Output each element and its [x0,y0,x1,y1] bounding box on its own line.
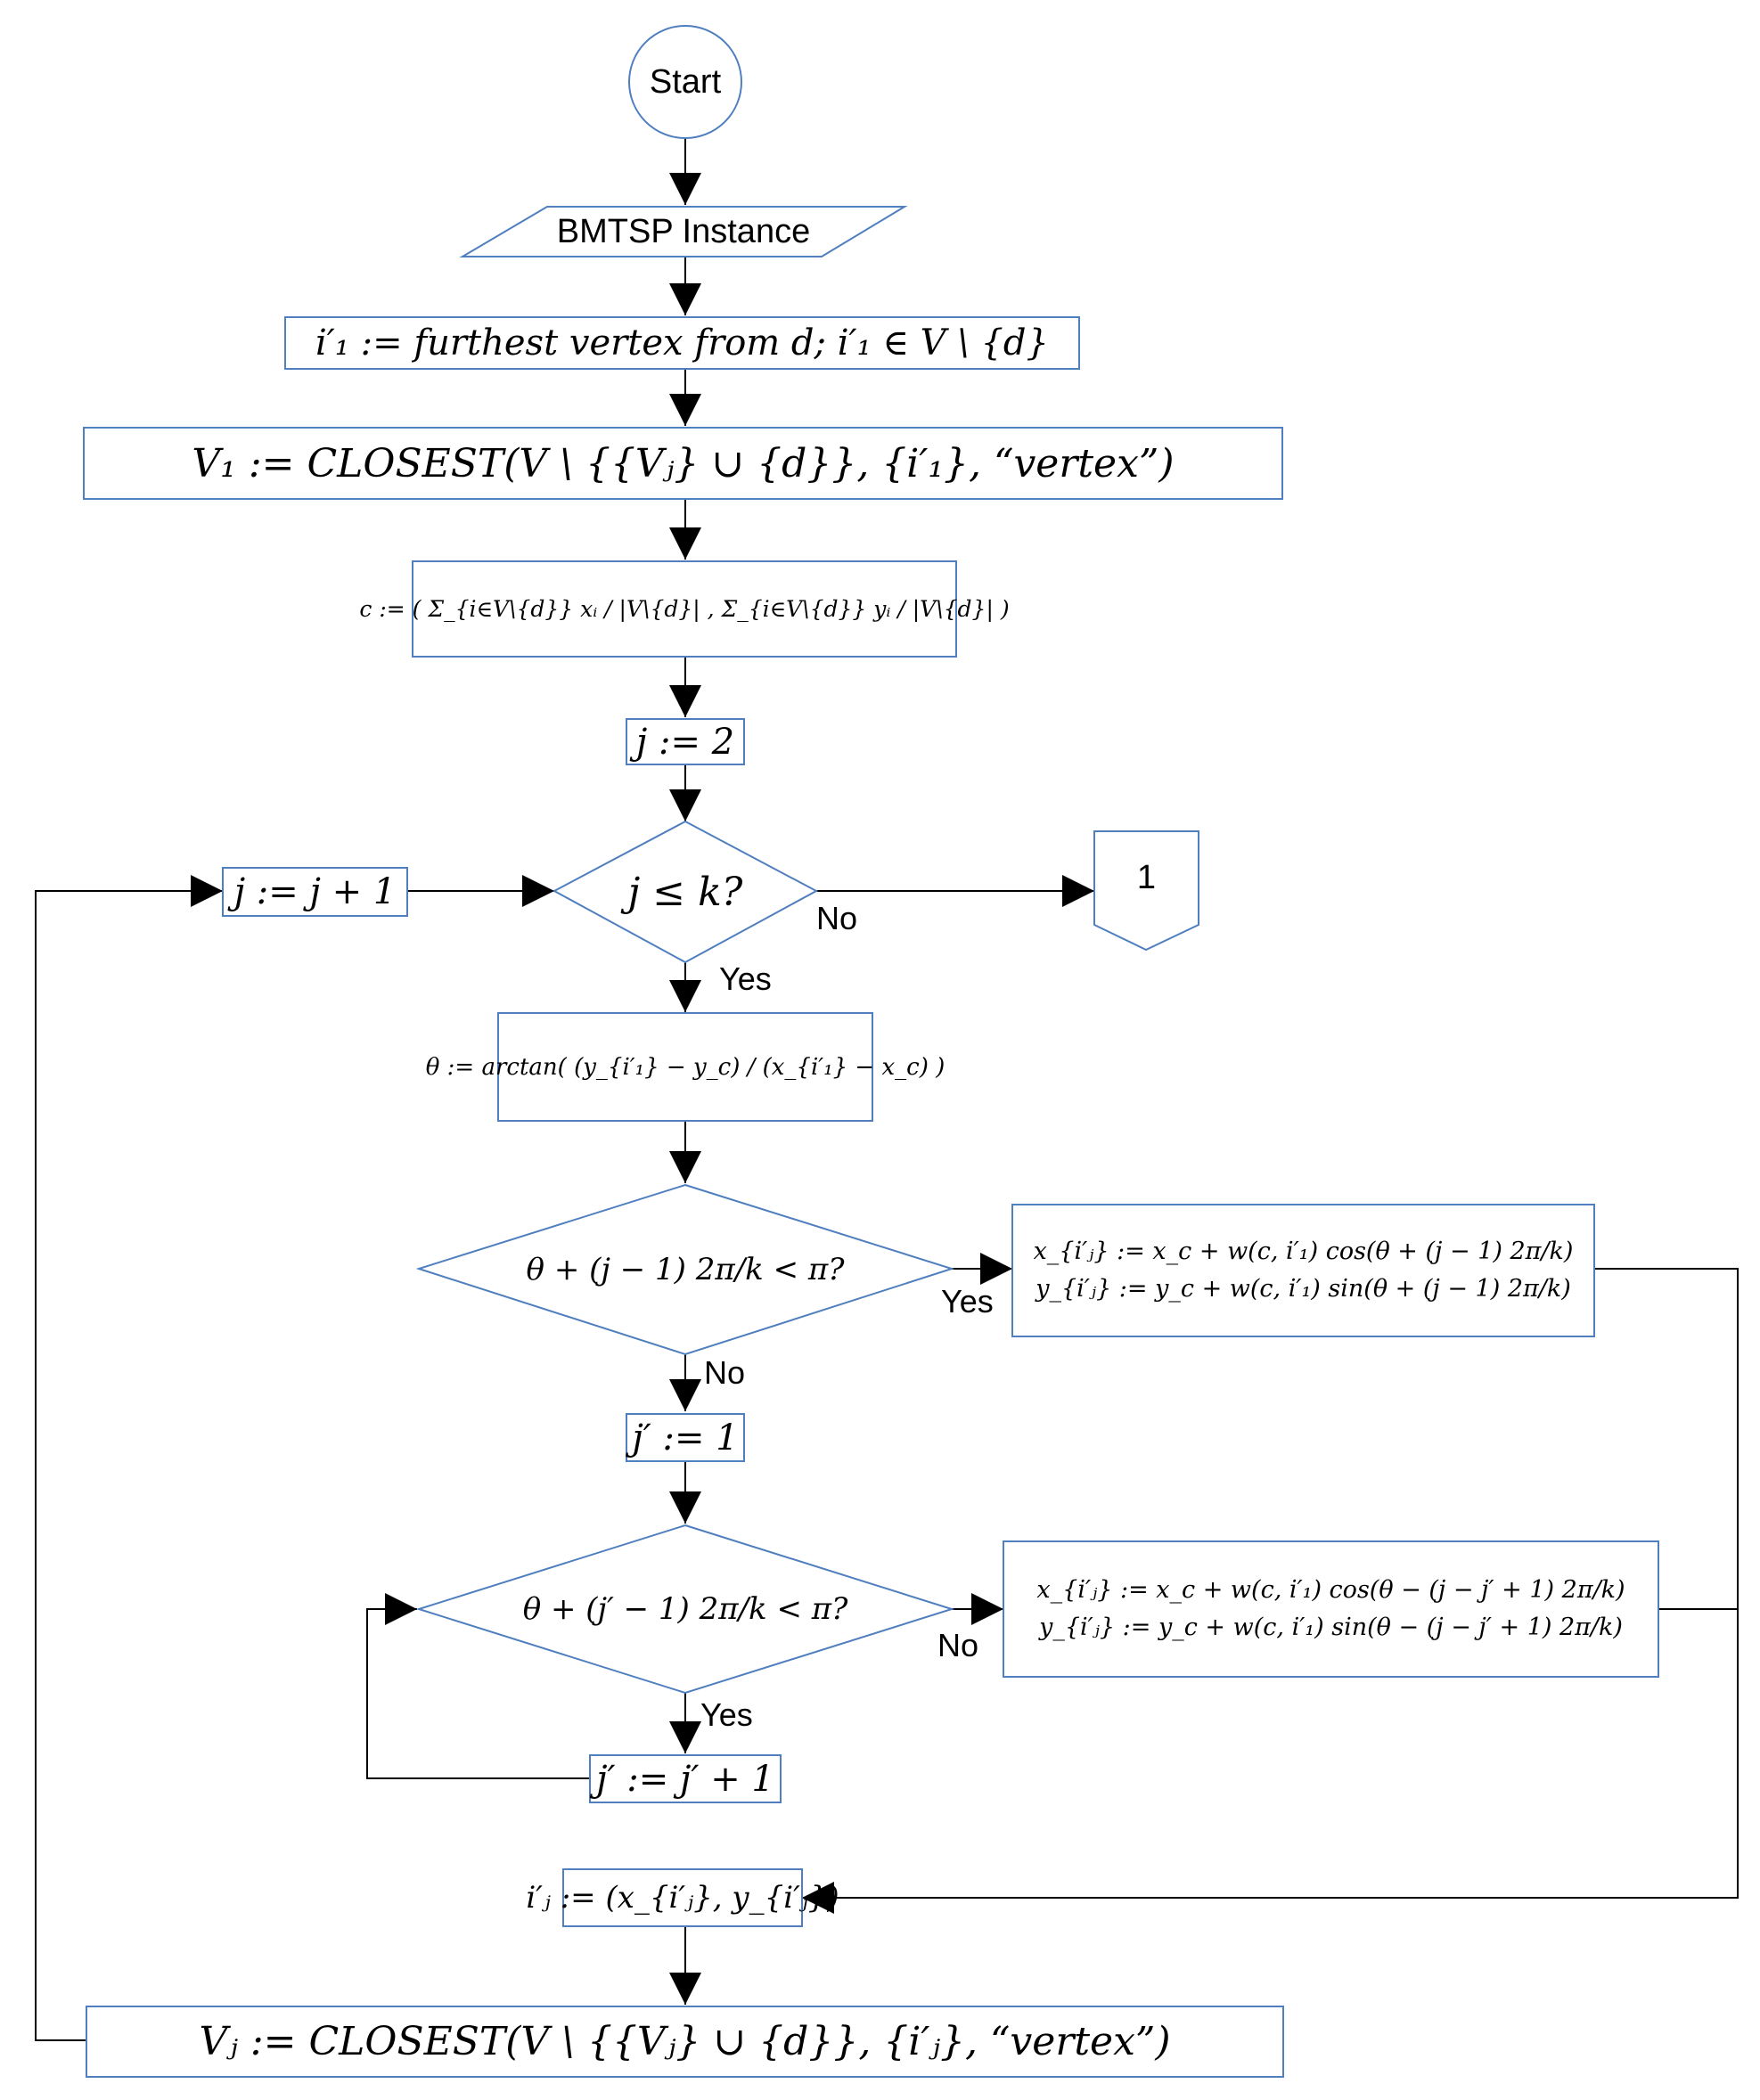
connector-label: 1 [1136,859,1157,896]
step-jpincr-shape [589,1754,782,1803]
decision-theta-label: θ + (j − 1) 2π/k < π? [526,1252,845,1287]
branch-jp-yes: Yes [700,1696,753,1733]
step-assign-shape [562,1868,803,1927]
step-theta-shape [497,1012,873,1122]
step-furthest-shape [284,316,1080,370]
coordno-y-formula: y_{i′ⱼ} := y_c + w(c, i′₁) sin(θ − (j − … [1039,1614,1623,1641]
decision-theta-shape [415,1183,955,1356]
step-centroid-label: c := ( Σ_{i∈V\{d}} xᵢ / |V\{d}| , Σ_{i∈V… [359,596,1010,622]
step-v1-shape [83,427,1283,500]
decision-jp-shape [415,1524,955,1695]
branch-theta-no: No [704,1354,746,1391]
step-assign-label: i′ⱼ := (x_{i′ⱼ}, y_{i′ⱼ}) [526,1880,839,1916]
step-jincr-shape [222,867,408,917]
step-coordno-shape [1003,1540,1659,1678]
step-v1-label: V₁ := CLOSEST(V \ {{Vⱼ} ∪ {d}}, {i′₁}, “… [192,440,1175,486]
connectors [35,138,1739,2041]
edge-jpincr-loop [366,1593,590,1779]
branch-theta-yes: Yes [941,1283,994,1320]
edge-loop-back-jincr [35,875,223,2041]
step-vj-shape [86,2006,1284,2078]
edge-coordyes-assign [802,1268,1739,1914]
step-jpinit-shape [626,1413,745,1462]
step-jinit-shape [626,718,745,765]
input-shape [459,206,908,257]
step-jpinit-label: j′ := 1 [632,1417,739,1459]
step-vj-label: Vⱼ := CLOSEST(V \ {{Vⱼ} ∪ {d}}, {i′ⱼ}, “… [199,2019,1171,2064]
branch-j-no: No [816,900,858,936]
coordno-x-formula: x_{i′ⱼ} := x_c + w(c, i′₁) cos(θ − (j − … [1036,1576,1625,1604]
step-coordyes-label: x_{i′ⱼ} := x_c + w(c, i′₁) cos(θ + (j − … [1012,1205,1594,1336]
decision-j-shape [552,820,819,964]
step-theta-label: θ := arctan( (y_{i′₁} − y_c) / (x_{i′₁} … [425,1053,945,1081]
node-shapes [83,25,1659,2078]
connector-shape [1093,830,1199,952]
step-jincr-label: j := j + 1 [233,871,397,912]
coordyes-y-formula: y_{i′ⱼ} := y_c + w(c, i′₁) sin(θ + (j − … [1036,1275,1571,1303]
branch-j-yes: Yes [719,960,772,997]
start-label: Start [649,62,722,101]
coordyes-x-formula: x_{i′ⱼ} := x_c + w(c, i′₁) cos(θ + (j − … [1033,1238,1574,1265]
input-label: BMTSP Instance [556,212,811,250]
branch-jp-no: No [937,1627,979,1663]
step-jinit-label: j := 2 [635,721,735,763]
start-shape [628,25,742,139]
step-jpincr-label: j′ := j′ + 1 [596,1758,774,1800]
step-coordno-label: x_{i′ⱼ} := x_c + w(c, i′₁) cos(θ − (j − … [1003,1541,1658,1677]
step-coordyes-shape [1011,1204,1595,1337]
step-furthest-label: i′₁ := furthest vertex from d; i′₁ ∈ V \… [315,323,1049,364]
decision-jp-label: θ + (j′ − 1) 2π/k < π? [522,1591,848,1627]
step-centroid-shape [412,560,957,658]
decision-j-label: j ≤ k? [627,869,743,915]
